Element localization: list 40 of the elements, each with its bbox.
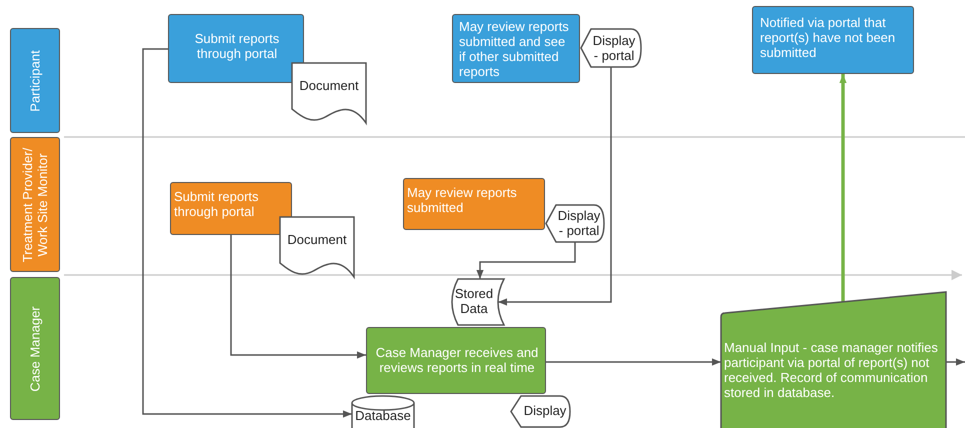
process-box (403, 178, 545, 230)
lane-title: Treatment Provider/ Work Site Monitor (20, 146, 50, 264)
swimlane-header (10, 277, 60, 420)
node-label: Display (522, 403, 568, 418)
database-cylinder (352, 396, 414, 428)
swimlane-header (10, 28, 60, 133)
node-label: Submit reports through portal (194, 31, 280, 61)
document-shape (292, 63, 366, 123)
node-label: Case Manager receives and reviews reports in real time (374, 345, 540, 375)
document-shape (280, 217, 354, 277)
node-label: Document (298, 78, 360, 93)
node-label: Database (354, 408, 412, 423)
process-box (452, 14, 580, 83)
connector-arrow (498, 67, 612, 306)
node-label: Display - portal (592, 33, 636, 63)
connector-arrow (142, 48, 352, 418)
node-label: Document (286, 232, 348, 247)
process-box (752, 6, 914, 74)
lane-title: Case Manager (28, 304, 42, 394)
node-label: Display - portal (556, 208, 602, 238)
connector-arrow (230, 235, 366, 359)
display-shape (546, 205, 604, 242)
display-shape (511, 396, 570, 427)
node-label: Manual Input - case manager notifies participant via portal of report(s) not received. Record of communication stored in database. (724, 340, 939, 400)
node-label: Stored Data (454, 286, 494, 316)
node-label: May review reports submitted (407, 185, 518, 215)
display-shape (581, 29, 641, 67)
lane-title: Participant (28, 48, 42, 114)
connector-arrow (946, 358, 965, 366)
process-box (168, 14, 304, 83)
node-label: Submit reports through portal (174, 189, 260, 219)
connector-arrow (546, 358, 721, 366)
connector-arrow (476, 242, 576, 279)
connector-arrow (839, 74, 847, 302)
manual-input-shape (721, 292, 946, 428)
node-label: Notified via portal that report(s) have not been submitted (760, 15, 896, 60)
swimlane-header (10, 137, 60, 272)
node-label: May review reports submitted and see if other submitted reports (459, 19, 570, 79)
process-box (170, 182, 292, 235)
process-box (366, 327, 546, 394)
